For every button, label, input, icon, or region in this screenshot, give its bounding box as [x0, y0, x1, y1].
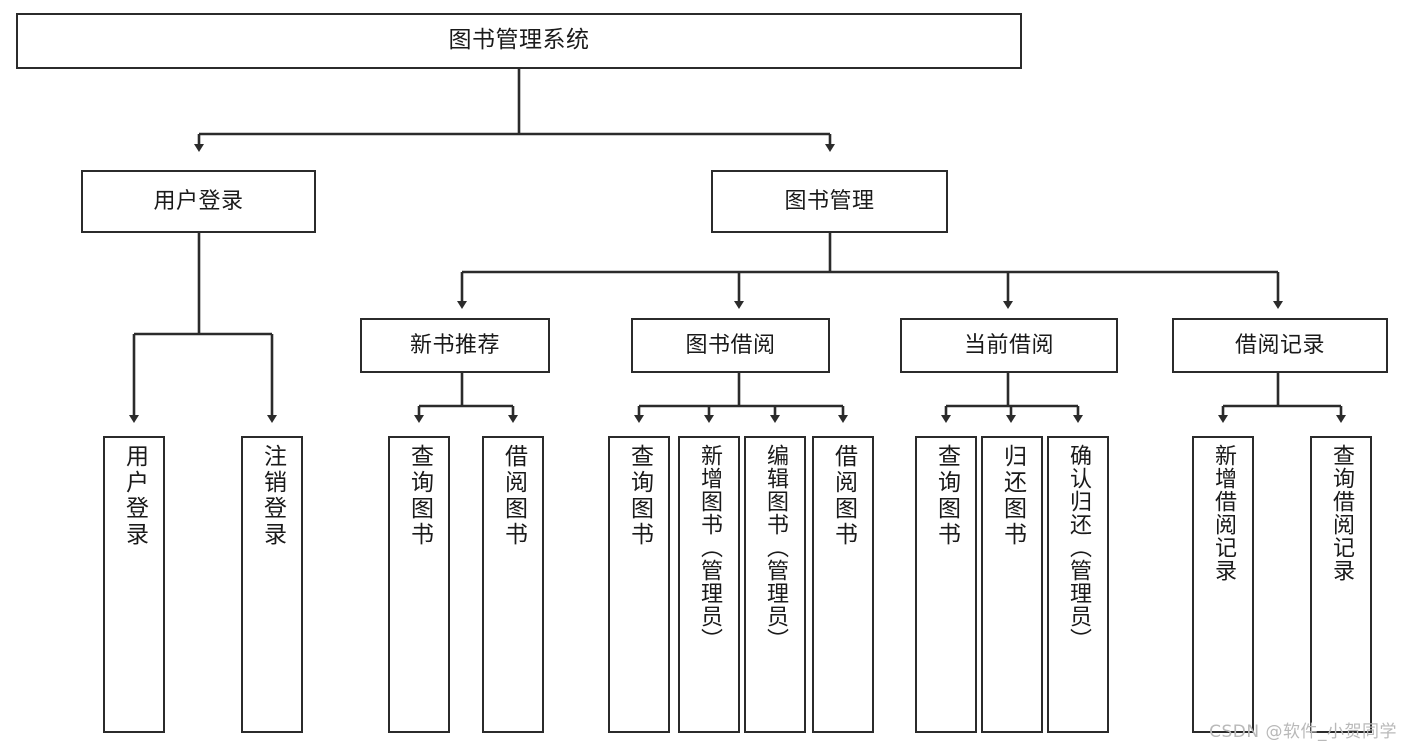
node-label: 新书推荐 [409, 332, 500, 358]
node-label: 新增图书（管理员） [697, 444, 722, 651]
node-root-book-management-system[interactable]: 图书管理系统 [16, 13, 1022, 69]
leaf-new-book-borrow-book[interactable]: 借阅图书 [482, 436, 544, 733]
node-label: 图书借阅 [685, 332, 776, 358]
leaf-current-confirm-return-admin[interactable]: 确认归还（管理员） [1047, 436, 1109, 733]
node-label: 查询图书 [933, 444, 960, 548]
node-new-book-recommend[interactable]: 新书推荐 [360, 318, 550, 373]
node-label: 归还图书 [999, 444, 1026, 548]
leaf-current-return-book[interactable]: 归还图书 [981, 436, 1043, 733]
node-borrow-records[interactable]: 借阅记录 [1172, 318, 1388, 373]
node-book-management[interactable]: 图书管理 [711, 170, 948, 233]
node-label: 借阅记录 [1234, 332, 1325, 358]
node-user-login[interactable]: 用户登录 [81, 170, 316, 233]
node-current-borrow[interactable]: 当前借阅 [900, 318, 1118, 373]
node-label: 用户登录 [121, 444, 148, 548]
leaf-user-login-login[interactable]: 用户登录 [103, 436, 165, 733]
csdn-watermark: CSDN @软件_小贺同学 [1209, 722, 1397, 742]
leaf-new-book-query-book[interactable]: 查询图书 [388, 436, 450, 733]
leaf-borrow-edit-book-admin[interactable]: 编辑图书（管理员） [744, 436, 806, 733]
node-label: 编辑图书（管理员） [763, 444, 788, 651]
leaf-records-query-borrow-record[interactable]: 查询借阅记录 [1310, 436, 1372, 733]
node-label: 注销登录 [259, 444, 286, 548]
node-book-borrow[interactable]: 图书借阅 [631, 318, 830, 373]
leaf-borrow-borrow-book[interactable]: 借阅图书 [812, 436, 874, 733]
node-label: 当前借阅 [963, 332, 1054, 358]
node-label: 查询图书 [406, 444, 433, 548]
leaf-borrow-add-book-admin[interactable]: 新增图书（管理员） [678, 436, 740, 733]
node-label: 图书管理系统 [448, 27, 590, 54]
node-label: 图书管理 [784, 188, 875, 214]
node-label: 查询图书 [626, 444, 653, 548]
node-label: 新增借阅记录 [1211, 444, 1236, 582]
leaf-borrow-query-book[interactable]: 查询图书 [608, 436, 670, 733]
leaf-current-query-book[interactable]: 查询图书 [915, 436, 977, 733]
node-label: 借阅图书 [830, 444, 857, 548]
node-label: 查询借阅记录 [1329, 444, 1354, 582]
node-label: 借阅图书 [500, 444, 527, 548]
node-label: 确认归还（管理员） [1066, 444, 1091, 651]
node-label: 用户登录 [153, 188, 244, 214]
leaf-records-add-borrow-record[interactable]: 新增借阅记录 [1192, 436, 1254, 733]
leaf-user-login-logout[interactable]: 注销登录 [241, 436, 303, 733]
